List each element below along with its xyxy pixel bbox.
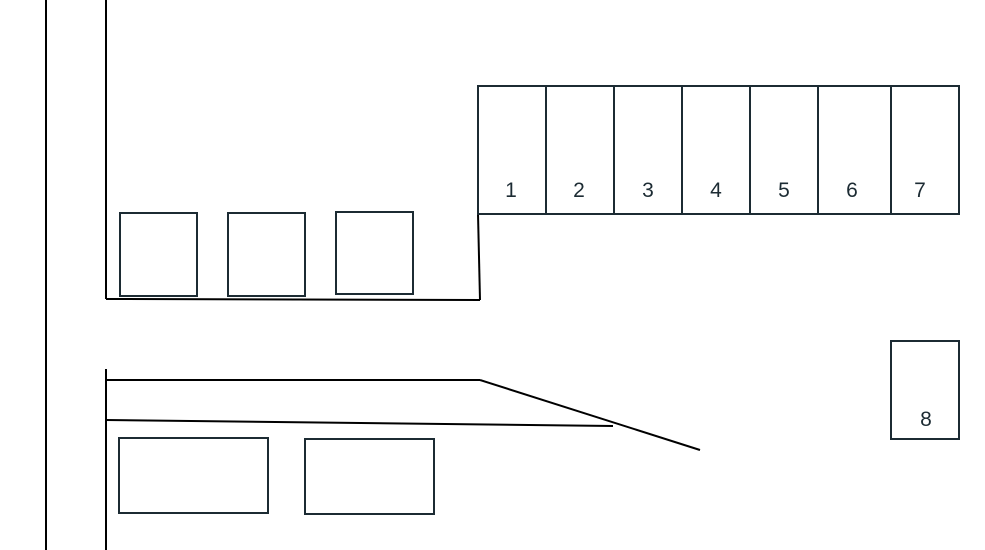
space-number-label: 3 (642, 179, 654, 202)
parking-space-3[interactable]: 3 (613, 85, 683, 215)
parking-space-unnumbered (335, 211, 414, 295)
space-number-label: 4 (710, 179, 722, 202)
upper-lot-bottom-edge (105, 298, 481, 301)
parking-space-1[interactable]: 1 (477, 85, 547, 215)
space-number-label: 6 (846, 179, 858, 202)
parking-space-5[interactable]: 5 (749, 85, 819, 215)
parking-space-unnumbered (118, 437, 269, 514)
space-number-label: 1 (505, 179, 517, 202)
space-number-label: 5 (778, 179, 790, 202)
numbered-spaces-row: 1 2 3 4 5 6 7 (477, 85, 960, 215)
upper-lot-spaces (119, 211, 414, 297)
space-number-label: 2 (573, 179, 585, 202)
road-lines (45, 0, 701, 550)
parking-space-7[interactable]: 7 (890, 85, 960, 215)
parking-space-unnumbered (304, 438, 435, 515)
upper-lot-right-edge (477, 213, 481, 301)
parking-space-4[interactable]: 4 (681, 85, 751, 215)
parking-space-unnumbered (227, 212, 306, 297)
lower-lot-spaces (118, 437, 435, 515)
parking-space-2[interactable]: 2 (545, 85, 615, 215)
parking-space-unnumbered (119, 212, 198, 297)
space-number-label: 7 (914, 179, 926, 202)
lower-lot-diagonal-edge (479, 379, 701, 451)
parking-space-8[interactable]: 8 (890, 340, 960, 440)
lower-lot-inner-edge (105, 419, 614, 427)
parking-space-6[interactable]: 6 (817, 85, 892, 215)
space-number-label: 8 (920, 408, 932, 431)
